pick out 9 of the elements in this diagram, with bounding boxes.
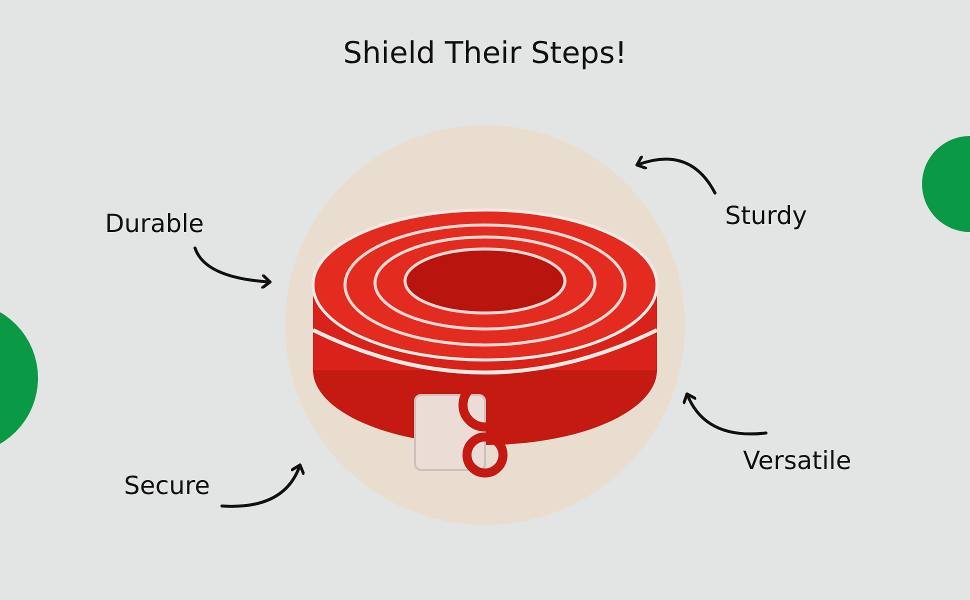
- curved-arrow: [682, 392, 768, 436]
- callout-label: Durable: [105, 209, 204, 239]
- callout-label: Versatile: [743, 446, 852, 476]
- curved-arrow: [636, 156, 716, 194]
- title: Shield Their Steps!: [343, 36, 627, 71]
- callout-label: Secure: [124, 471, 210, 501]
- curved-arrow: [194, 246, 272, 289]
- callout-label: Sturdy: [725, 201, 808, 231]
- curved-arrow: [220, 464, 304, 508]
